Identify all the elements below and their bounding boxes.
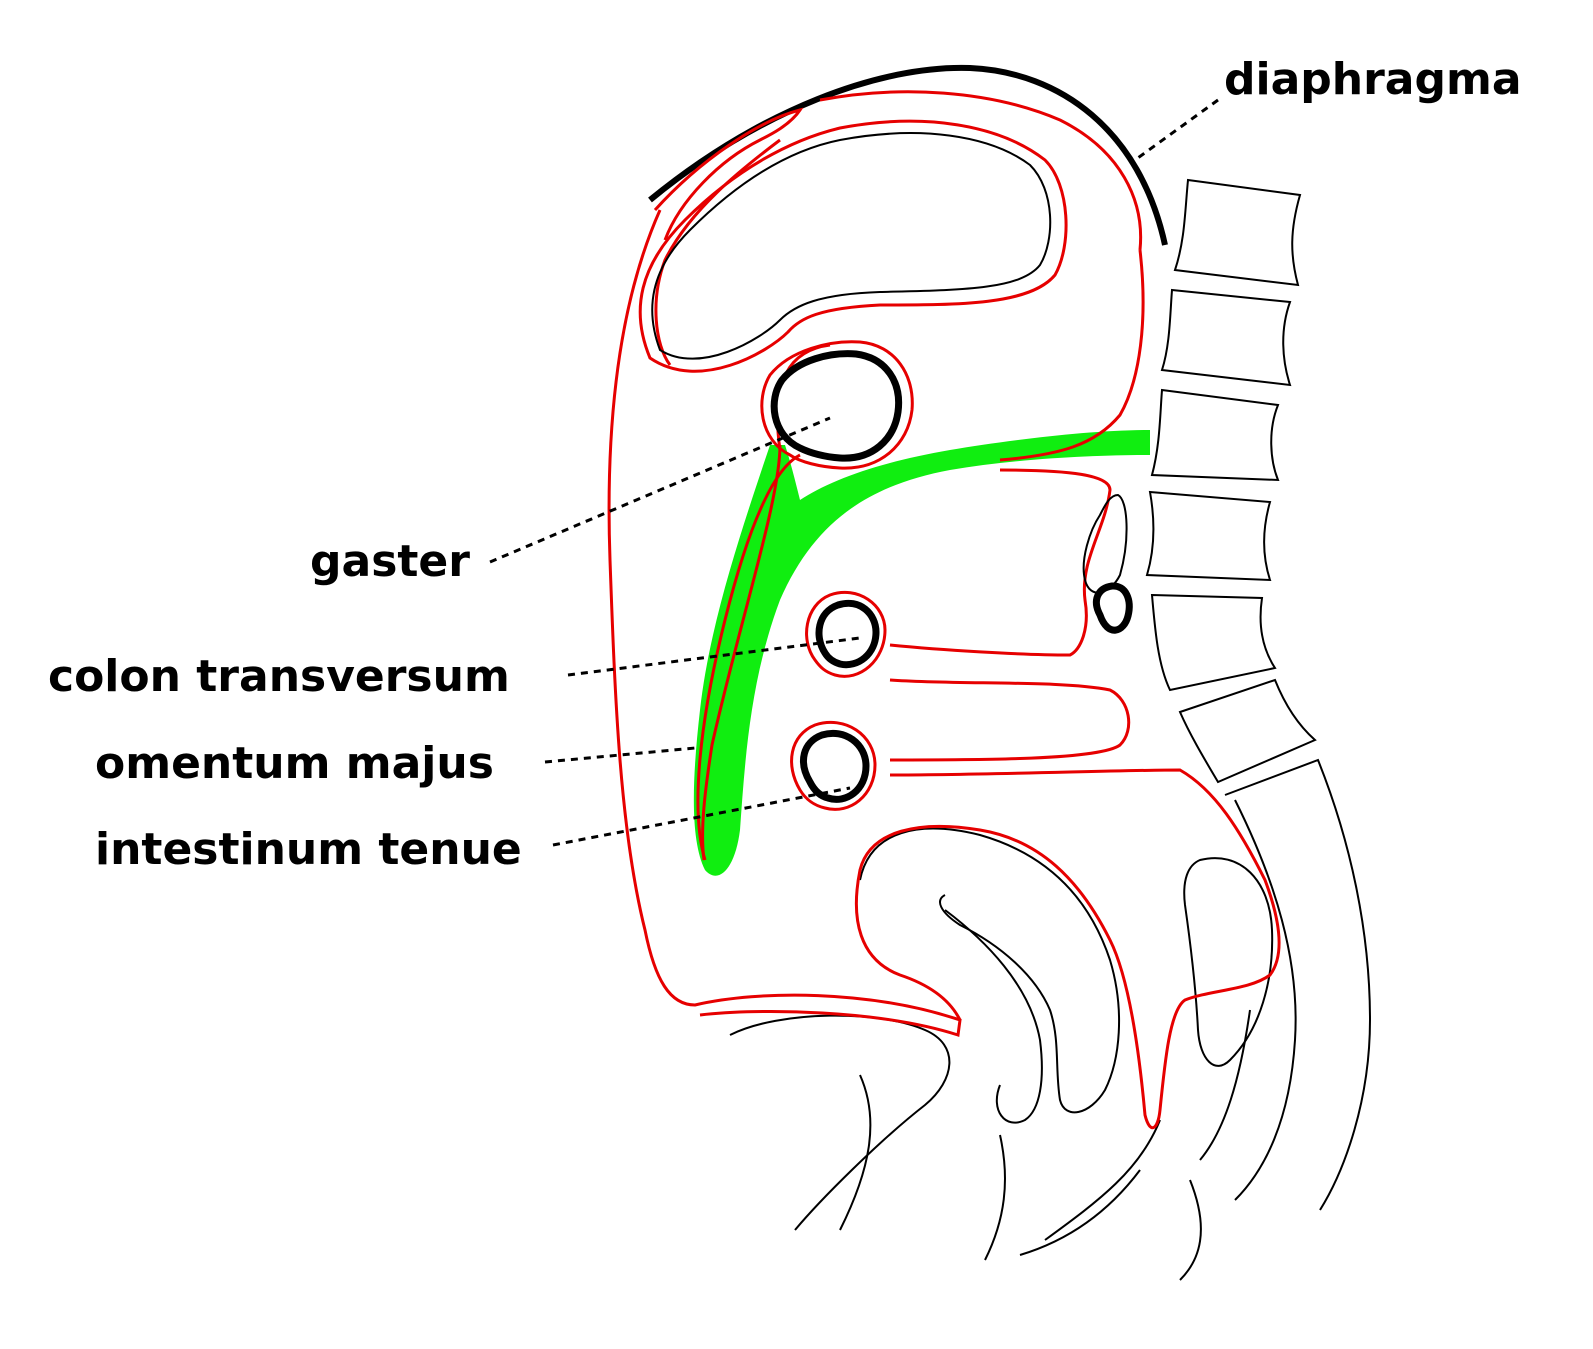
- label-diaphragma: diaphragma: [1224, 54, 1522, 105]
- intestinum-tenue-peritoneum: [790, 720, 877, 811]
- liver: [638, 119, 1068, 373]
- leader-gaster: [489, 416, 831, 564]
- omentum-majus-highlight: [693, 430, 1150, 876]
- leader-diaphragma: [1134, 98, 1219, 162]
- pancreas: [1082, 493, 1128, 594]
- colon-transversum-peritoneum: [805, 590, 887, 678]
- label-omentum-majus: omentum majus: [95, 738, 494, 789]
- peritoneum-lines: [607, 90, 1281, 1129]
- pelvic-organs: [859, 827, 1274, 1124]
- duodenum-organ: [1093, 582, 1133, 634]
- leader-colon-transversum: [567, 636, 861, 677]
- leader-lines: [489, 98, 1219, 847]
- intestinum-tenue-organ: [800, 729, 870, 803]
- leader-intestinum-tenue: [552, 786, 851, 847]
- diaphragm-arc: [648, 64, 1168, 246]
- label-intestinum-tenue: intestinum tenue: [95, 824, 522, 875]
- label-colon-transversum: colon transversum: [48, 651, 510, 702]
- label-gaster: gaster: [310, 536, 470, 587]
- pelvic-outlines: [729, 1009, 1251, 1281]
- gaster-organ: [770, 350, 903, 462]
- colon-transversum-organ: [815, 599, 880, 669]
- vertebral-column: [1145, 178, 1372, 1211]
- gaster-peritoneum: [760, 340, 914, 470]
